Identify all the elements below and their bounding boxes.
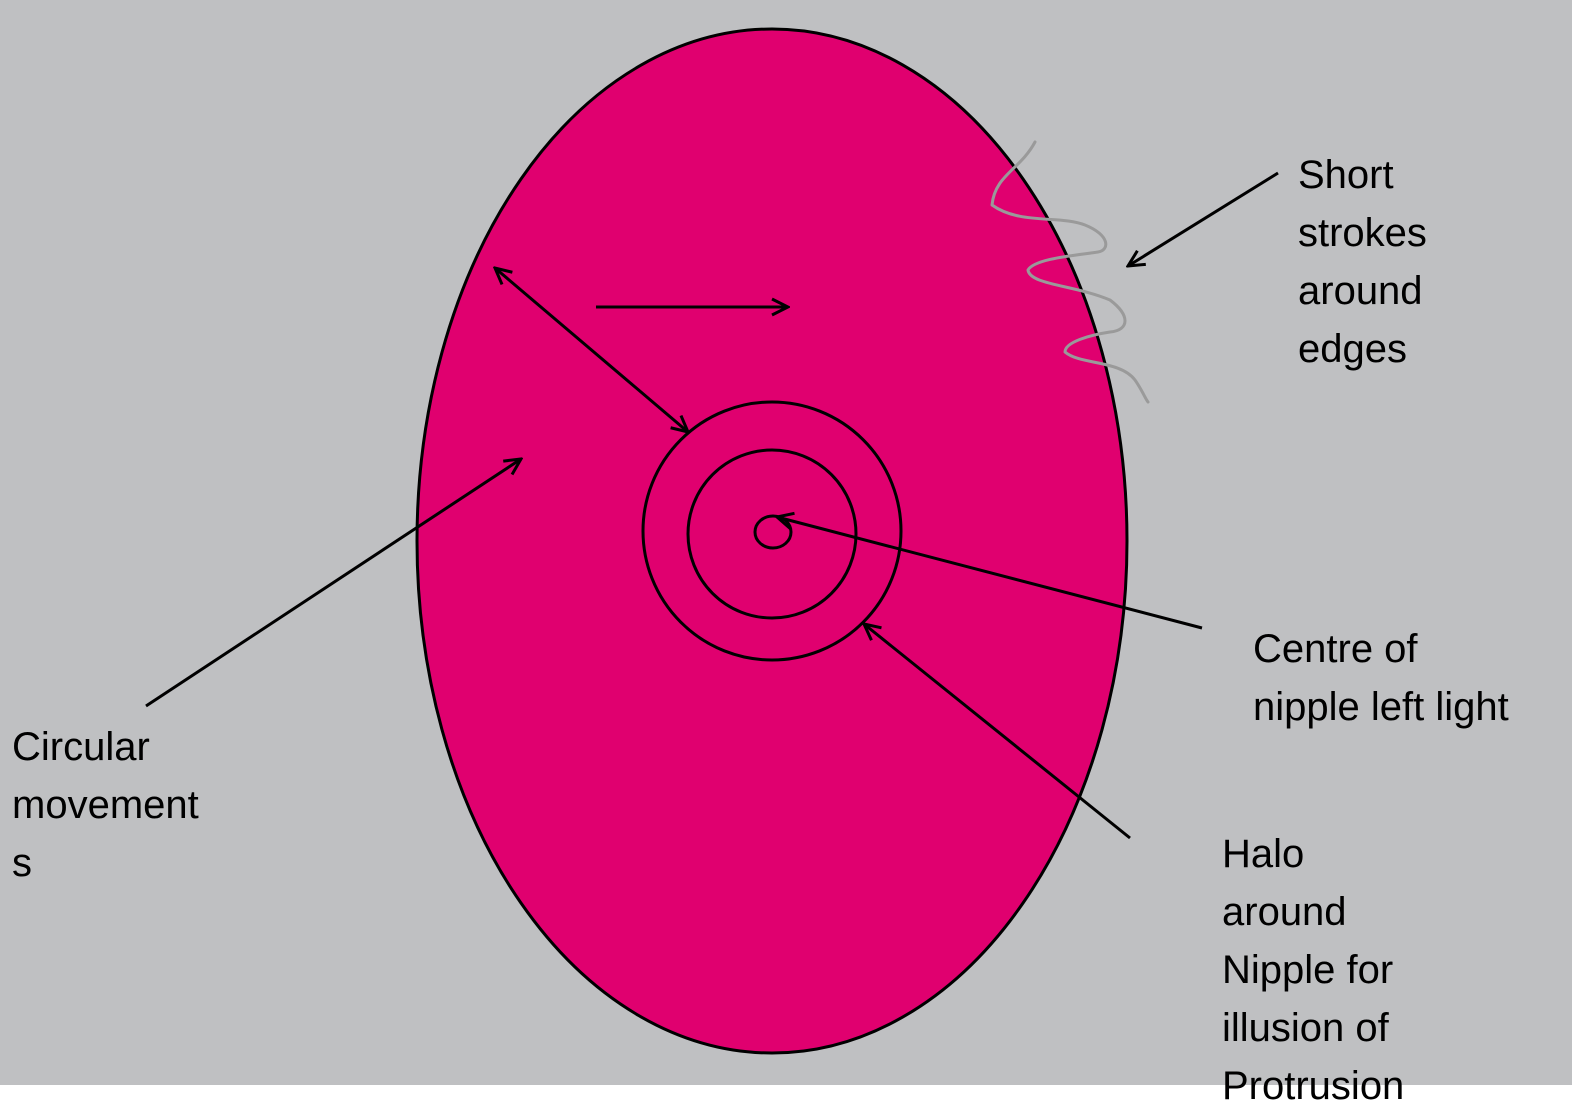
circular-movements-label: Circular movement s	[12, 718, 199, 892]
breast-oval-shape	[417, 29, 1127, 1053]
short-strokes-arrow	[1128, 173, 1278, 266]
centre-of-nipple-label: Centre of nipple left light	[1253, 620, 1509, 736]
halo-label: Halo around Nipple for illusion of Protr…	[1222, 825, 1404, 1115]
short-strokes-label: Short strokes around edges	[1298, 146, 1427, 378]
